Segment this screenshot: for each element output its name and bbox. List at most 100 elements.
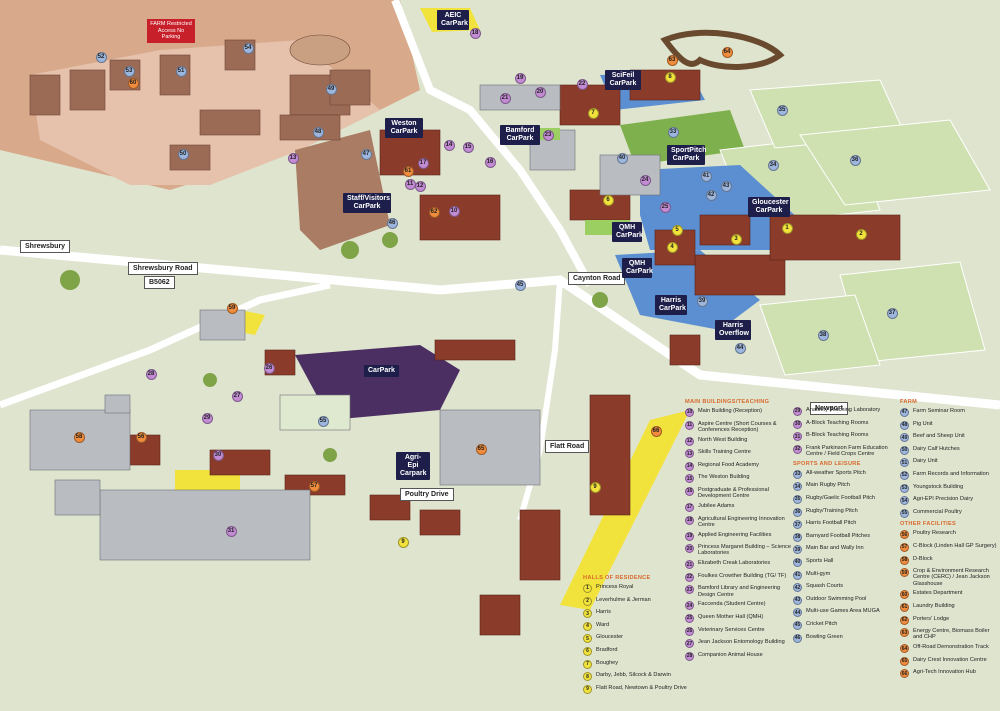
map-marker[interactable]: 56	[135, 431, 147, 443]
map-marker[interactable]: 15	[462, 141, 474, 153]
map-marker[interactable]: 61	[402, 165, 414, 177]
map-marker[interactable]: 22	[576, 78, 588, 90]
map-marker[interactable]: 38	[817, 329, 829, 341]
map-marker[interactable]: 44	[734, 342, 746, 354]
map-marker[interactable]: 19	[514, 72, 526, 84]
map-marker[interactable]: 63	[666, 54, 678, 66]
map-marker[interactable]: 23	[542, 129, 554, 141]
carpark-label-weston: Weston CarPark	[385, 118, 423, 138]
map-marker[interactable]: 16	[484, 156, 496, 168]
map-marker[interactable]: 4	[666, 241, 678, 253]
map-marker[interactable]: 12	[414, 180, 426, 192]
legend-item: 66 Agri-Tech Innovation Hub	[900, 669, 1000, 679]
legend-item-label: Applied Engineering Facilities	[698, 531, 772, 538]
map-marker[interactable]: 27	[231, 390, 243, 402]
legend-item-label: Regional Food Academy	[698, 461, 759, 468]
map-marker[interactable]: 57	[308, 480, 320, 492]
map-marker[interactable]: 65	[475, 443, 487, 455]
map-marker[interactable]: 60	[127, 77, 139, 89]
map-marker[interactable]: 31	[225, 525, 237, 537]
map-marker[interactable]: 46	[386, 217, 398, 229]
map-marker[interactable]: 64	[721, 46, 733, 58]
map-marker[interactable]: 17	[417, 157, 429, 169]
map-marker[interactable]: 13	[287, 152, 299, 164]
map-marker[interactable]: 34	[767, 159, 779, 171]
legend-number-badge: 43	[793, 595, 802, 605]
map-marker[interactable]: 14	[443, 139, 455, 151]
map-marker[interactable]: 30	[212, 449, 224, 461]
legend-number-badge: 14	[685, 461, 694, 471]
map-marker[interactable]: 9	[589, 481, 601, 493]
map-marker[interactable]: 29	[201, 412, 213, 424]
legend-item-label: Agri-Tech Innovation Hub	[913, 669, 976, 676]
map-marker[interactable]: 7	[587, 107, 599, 119]
map-marker[interactable]: 51	[175, 65, 187, 77]
legend-item-label: Harris Football Pitch	[806, 520, 857, 527]
map-marker[interactable]: 9	[397, 536, 409, 548]
map-marker[interactable]: 24	[639, 174, 651, 186]
legend-number-badge: 64	[900, 644, 909, 654]
map-marker[interactable]: 39	[696, 295, 708, 307]
map-marker[interactable]: 11	[404, 178, 416, 190]
map-marker[interactable]: 53	[123, 65, 135, 77]
map-marker[interactable]: 58	[73, 431, 85, 443]
map-marker[interactable]: 43	[720, 180, 732, 192]
map-marker[interactable]: 66	[650, 425, 662, 437]
map-marker[interactable]: 45	[514, 279, 526, 291]
legend-item-label: Dairy Calf Hutches	[913, 445, 960, 452]
map-marker[interactable]: 50	[177, 148, 189, 160]
legend-item: 14 Regional Food Academy	[685, 461, 795, 471]
legend-number-badge: 66	[900, 669, 909, 679]
map-marker[interactable]: 1	[781, 222, 793, 234]
map-marker[interactable]: 8	[664, 71, 676, 83]
map-marker[interactable]: 49	[325, 83, 337, 95]
legend-number-badge: 22	[685, 572, 694, 582]
map-marker[interactable]: 5	[671, 224, 683, 236]
map-marker[interactable]: 10	[448, 205, 460, 217]
legend-heading-sports: SPORTS AND LEISURE	[793, 460, 861, 467]
map-marker[interactable]: 35	[776, 104, 788, 116]
legend-number-badge: 4	[583, 621, 592, 631]
map-marker[interactable]: 20	[534, 86, 546, 98]
map-marker[interactable]: 6	[602, 194, 614, 206]
map-marker[interactable]: 18	[469, 27, 481, 39]
map-marker[interactable]: 2	[855, 228, 867, 240]
map-marker[interactable]: 3	[730, 233, 742, 245]
map-marker[interactable]: 48	[312, 126, 324, 138]
map-marker[interactable]: 21	[499, 92, 511, 104]
map-marker[interactable]: 41	[700, 170, 712, 182]
map-marker[interactable]: 36	[849, 154, 861, 166]
map-marker[interactable]: 62	[428, 206, 440, 218]
map-marker[interactable]: 26	[263, 362, 275, 374]
map-marker[interactable]: 47	[360, 148, 372, 160]
map-marker[interactable]: 33	[667, 126, 679, 138]
map-marker[interactable]: 37	[886, 307, 898, 319]
map-marker[interactable]: 28	[145, 368, 157, 380]
map-marker[interactable]: 59	[226, 302, 238, 314]
map-marker[interactable]: 55	[317, 415, 329, 427]
map-marker[interactable]: 40	[616, 152, 628, 164]
map-marker[interactable]: 25	[659, 201, 671, 213]
carpark-label-sportpitch: SportPitch CarPark	[667, 145, 706, 165]
legend-number-badge: 3	[583, 609, 592, 619]
map-marker[interactable]: 42	[705, 189, 717, 201]
legend-heading-other: OTHER FACILITIES	[900, 521, 957, 528]
map-marker[interactable]: 54	[242, 42, 254, 54]
map-marker[interactable]: 52	[95, 51, 107, 63]
